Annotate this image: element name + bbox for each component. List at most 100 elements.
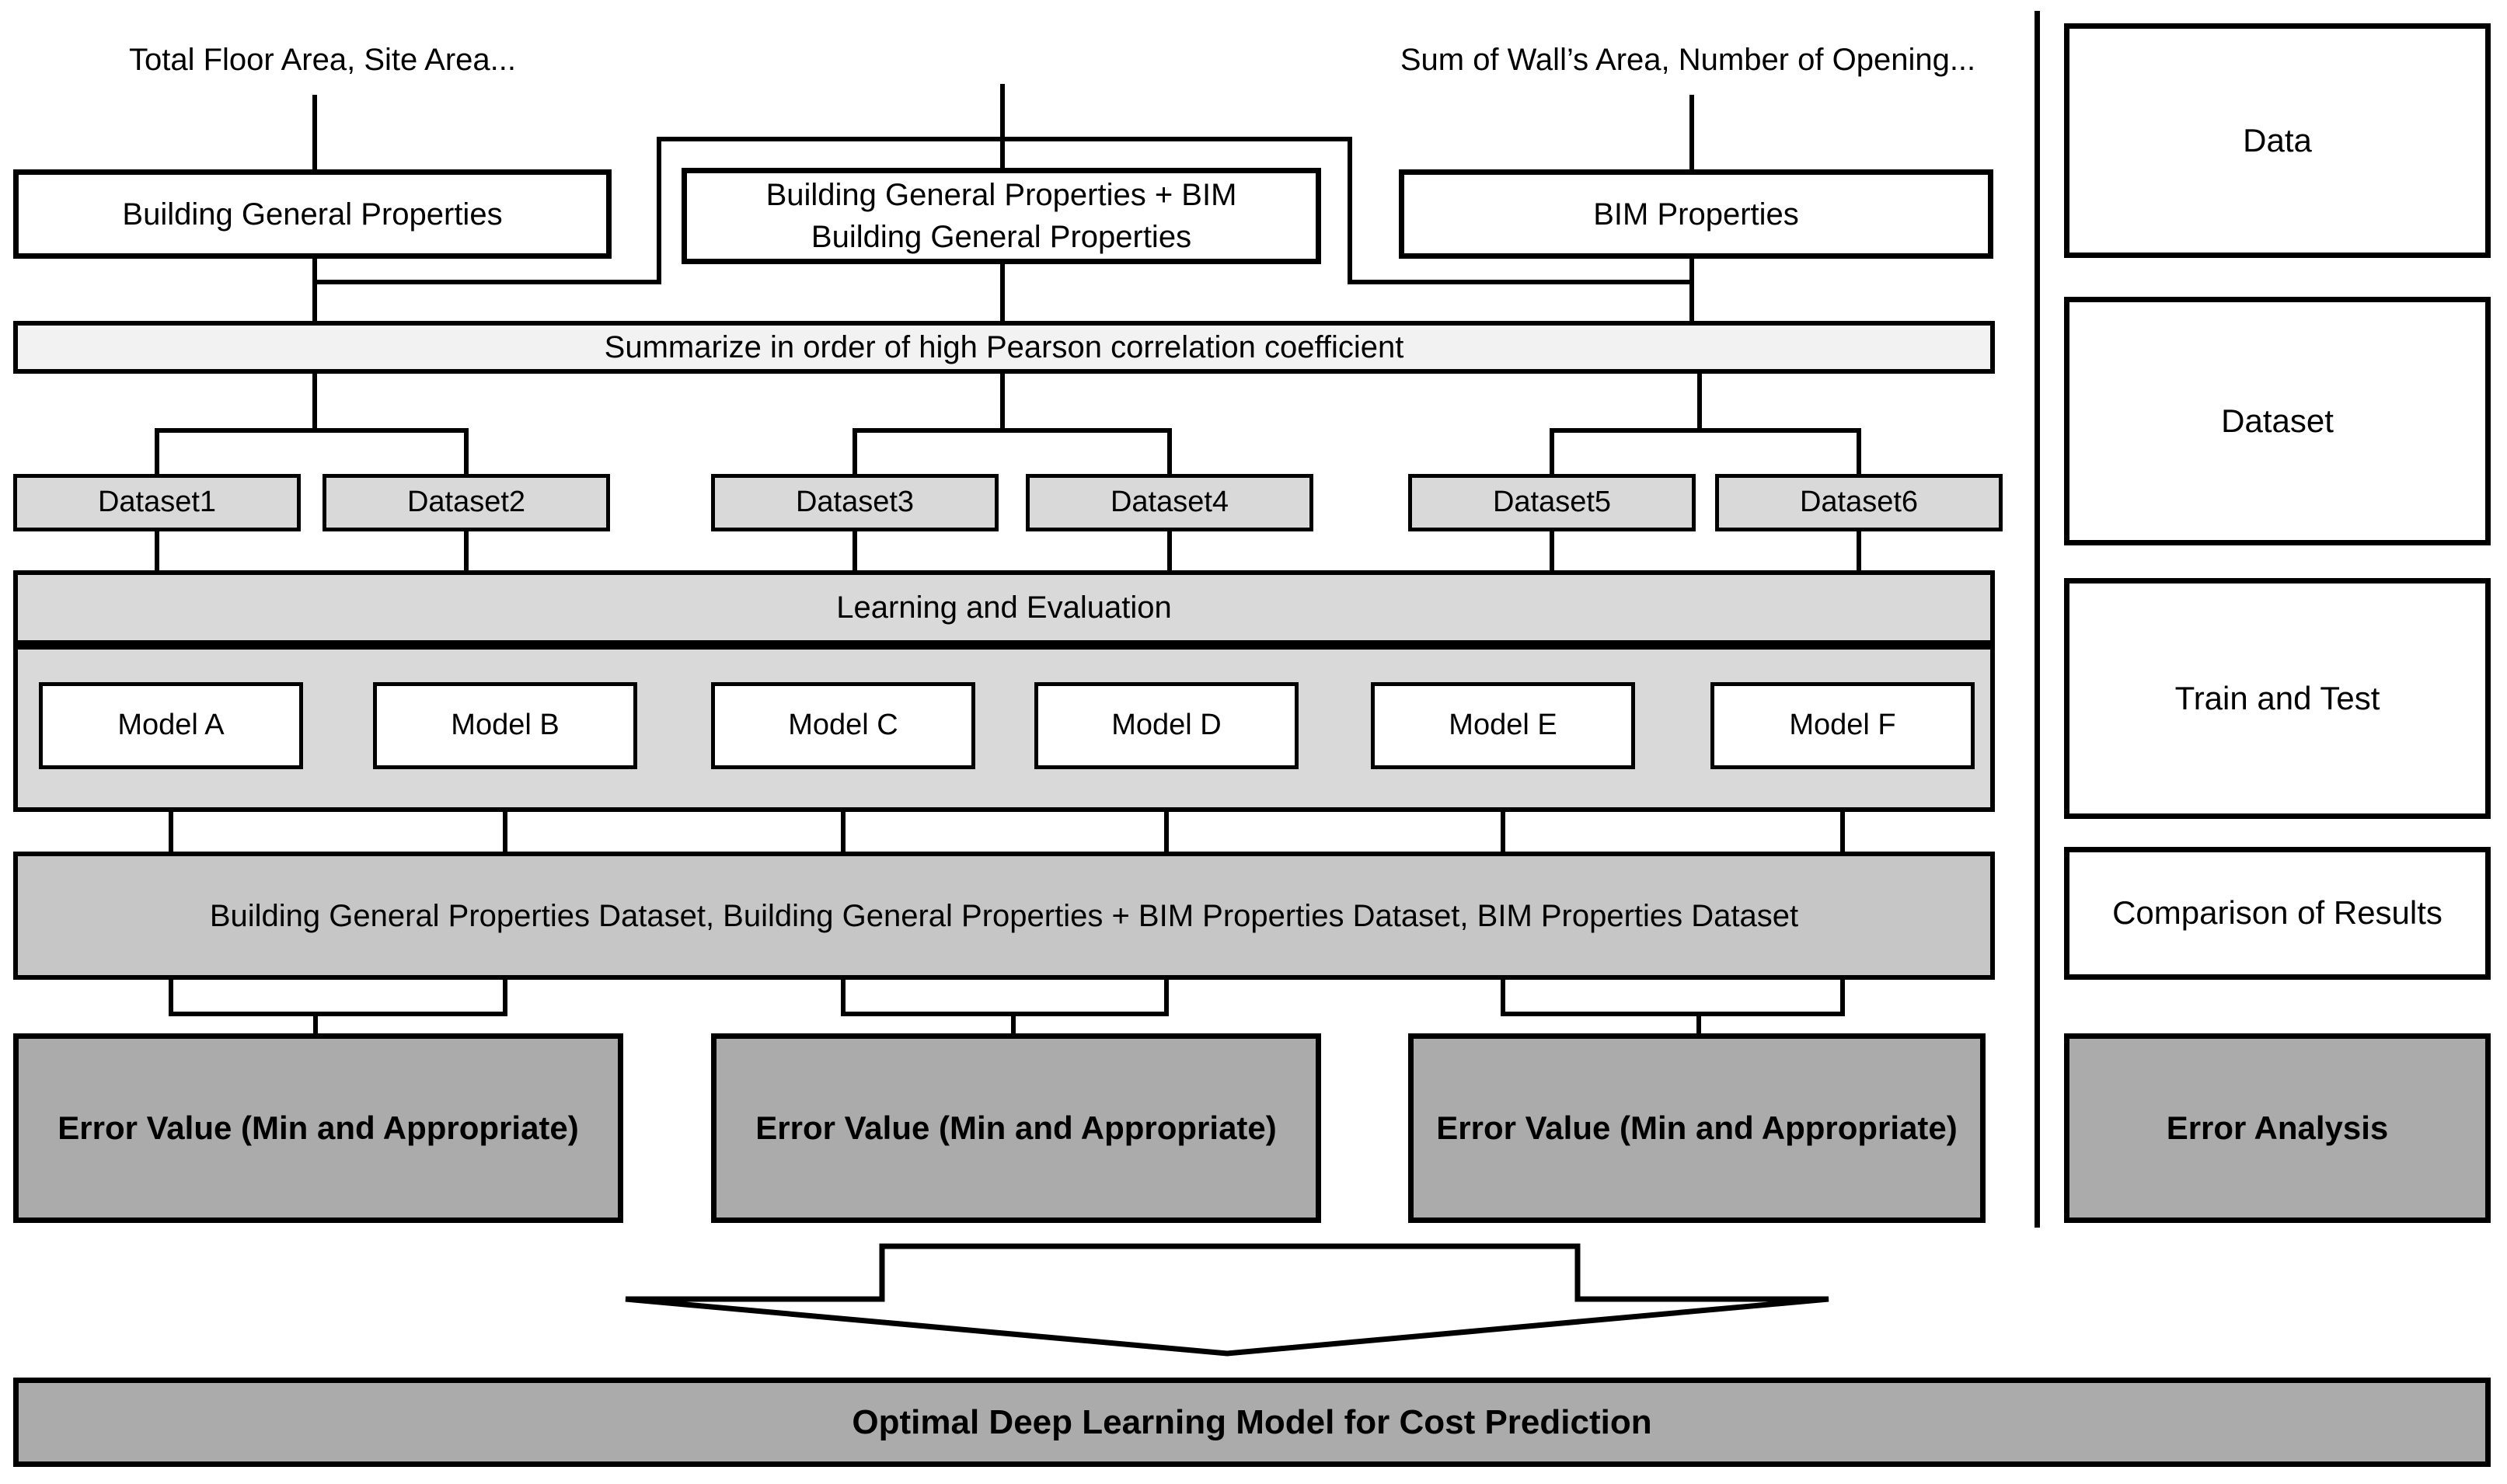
model-label: Model E — [1449, 709, 1557, 742]
dataset-label: Dataset3 — [795, 486, 915, 519]
connector-line — [155, 428, 469, 433]
connector-line — [312, 374, 317, 431]
sidebar-box-comparison-of-results: Comparison of Results — [2064, 847, 2491, 980]
connector-line — [1696, 1012, 1701, 1035]
connector-line — [464, 428, 469, 476]
sidebar-label: Train and Test — [2174, 679, 2380, 716]
model-box-c: Model C — [711, 682, 975, 769]
model-box-f: Model F — [1710, 682, 1975, 769]
bar-summarize-pearson: Summarize in order of high Pearson corre… — [13, 321, 1995, 374]
connector-line — [1348, 280, 1694, 284]
bar-learning-and-evaluation: Learning and Evaluation — [13, 570, 1995, 645]
connector-line — [313, 1012, 318, 1035]
panel-models — [13, 645, 1995, 812]
connector-line — [853, 428, 857, 476]
connector-line — [853, 531, 857, 572]
error-value-label: Error Value (Min and Appropriate) — [58, 1109, 579, 1146]
connector-line — [169, 980, 173, 1016]
sidebar-box-dataset: Dataset — [2064, 297, 2491, 545]
connector-line — [1000, 374, 1005, 431]
sidebar-divider — [2035, 11, 2040, 1228]
connector-line — [1550, 428, 1861, 433]
bar-optimal-model: Optimal Deep Learning Model for Cost Pre… — [13, 1378, 2491, 1467]
connector-line — [1550, 531, 1554, 572]
connector-line — [1840, 812, 1845, 853]
box-label: Building General Properties — [122, 197, 503, 232]
connector-line — [1857, 531, 1861, 572]
model-box-a: Model A — [39, 682, 303, 769]
connector-line — [1167, 428, 1172, 476]
connector-line — [1164, 980, 1169, 1016]
connector-line — [1348, 137, 1352, 284]
error-value-box-1: Error Value (Min and Appropriate) — [13, 1033, 623, 1223]
dataset-box-1: Dataset1 — [13, 474, 301, 531]
dataset-box-6: Dataset6 — [1715, 474, 2003, 531]
connector-line — [1011, 1012, 1016, 1035]
connector-line — [169, 812, 173, 853]
box-bim-properties: BIM Properties — [1399, 169, 1993, 259]
connector-line — [1840, 980, 1845, 1016]
connector-line — [1697, 374, 1702, 431]
sidebar-label: Error Analysis — [2166, 1109, 2389, 1146]
connector-line — [853, 428, 1172, 433]
connector-line — [841, 1012, 1169, 1016]
sidebar-box-train-and-test: Train and Test — [2064, 578, 2491, 819]
connector-line — [1501, 812, 1505, 853]
error-value-box-2: Error Value (Min and Appropriate) — [711, 1033, 1321, 1223]
connector-line — [1000, 263, 1005, 326]
dataset-label: Dataset5 — [1492, 486, 1612, 519]
connector-line — [1501, 980, 1505, 1016]
dataset-box-3: Dataset3 — [711, 474, 999, 531]
bar-label: Learning and Evaluation — [836, 590, 1172, 625]
dataset-box-4: Dataset4 — [1026, 474, 1313, 531]
dataset-label: Dataset6 — [1799, 486, 1919, 519]
bar-results-datasets: Building General Properties Dataset, Bui… — [13, 852, 1995, 980]
connector-line — [841, 812, 846, 853]
model-label: Model B — [451, 709, 560, 742]
model-box-b: Model B — [373, 682, 637, 769]
connector-line — [657, 137, 661, 284]
connector-line — [1857, 428, 1861, 476]
bar-label: Summarize in order of high Pearson corre… — [604, 330, 1404, 364]
connector-line — [1501, 1012, 1845, 1016]
model-label: Model D — [1111, 709, 1222, 742]
sidebar-box-data: Data — [2064, 23, 2491, 258]
sidebar-label: Comparison of Results — [2112, 894, 2442, 932]
model-label: Model A — [117, 709, 225, 742]
box-building-general-properties: Building General Properties — [13, 169, 612, 259]
box-label-line1: Building General Properties + BIM — [765, 178, 1237, 212]
model-box-d: Model D — [1034, 682, 1299, 769]
connector-line — [1164, 812, 1169, 853]
connector-line — [1000, 84, 1005, 174]
connector-line — [657, 137, 1352, 141]
dataset-label: Dataset4 — [1110, 486, 1229, 519]
dataset-box-5: Dataset5 — [1408, 474, 1696, 531]
connector-line — [312, 280, 661, 284]
bar-label: Optimal Deep Learning Model for Cost Pre… — [852, 1402, 1652, 1441]
error-value-box-3: Error Value (Min and Appropriate) — [1408, 1033, 1986, 1223]
label-sum-of-walls-area: Sum of Wall’s Area, Number of Opening... — [1400, 43, 1976, 77]
connector-line — [1689, 95, 1694, 172]
sidebar-label: Data — [2243, 121, 2312, 159]
connector-line — [169, 1012, 507, 1016]
error-value-label: Error Value (Min and Appropriate) — [755, 1109, 1277, 1146]
dataset-label: Dataset1 — [97, 486, 217, 519]
box-building-general-properties-plus-bim: Building General Properties + BIM Buildi… — [682, 168, 1321, 264]
error-value-label: Error Value (Min and Appropriate) — [1436, 1109, 1958, 1146]
label-total-floor-area: Total Floor Area, Site Area... — [128, 43, 517, 77]
model-box-e: Model E — [1371, 682, 1635, 769]
dataset-box-2: Dataset2 — [323, 474, 610, 531]
connector-line — [1689, 256, 1694, 326]
connector-line — [1167, 531, 1172, 572]
sidebar-box-error-analysis: Error Analysis — [2064, 1033, 2491, 1223]
box-label-line2: Building General Properties — [811, 220, 1192, 254]
model-label: Model C — [788, 709, 898, 742]
connector-line — [312, 95, 317, 172]
connector-line — [464, 531, 469, 572]
sidebar-label: Dataset — [2221, 402, 2334, 439]
box-label: BIM Properties — [1593, 197, 1799, 232]
down-arrow — [625, 1243, 1829, 1357]
model-label: Model F — [1789, 709, 1896, 742]
connector-line — [312, 256, 317, 326]
